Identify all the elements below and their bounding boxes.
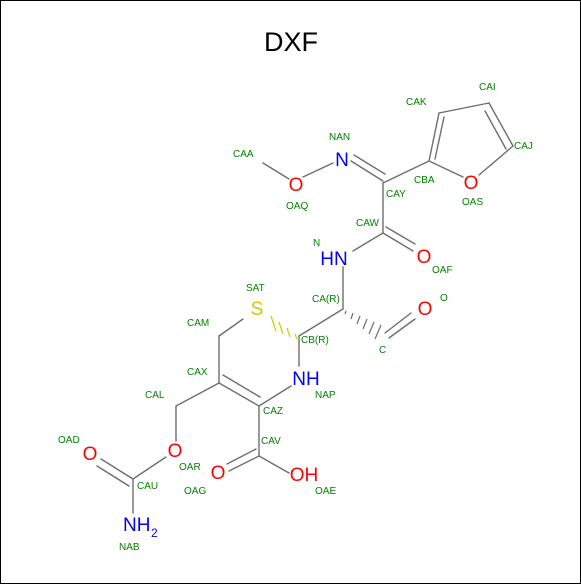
symbol-o-aldehyde: O	[418, 299, 433, 320]
label-oad: OAD	[58, 435, 80, 446]
hashed-bond-sulfur	[270, 315, 298, 340]
hash-cb-s-1	[294, 333, 298, 340]
symbol-nh-ring: NH	[292, 369, 319, 390]
symbol-o-methoxy: O	[289, 175, 304, 196]
hash-ca-c-1	[344, 310, 347, 315]
label-cba: CBA	[414, 175, 435, 186]
label-caj: CAJ	[514, 141, 533, 152]
symbol-nh2: NH	[123, 515, 150, 536]
label-n: N	[313, 238, 320, 249]
bond-cay-cba	[382, 160, 430, 184]
symbol-nh-amide: HN	[320, 249, 347, 270]
label-cay: CAY	[386, 189, 406, 200]
label-oar: OAR	[179, 462, 201, 473]
hash-ca-c-5	[368, 321, 375, 335]
bond-nan-cay-2	[353, 154, 386, 175]
hash-ca-c-3	[356, 315, 361, 325]
bond-oaq-nan	[302, 162, 334, 178]
hashed-bonds	[344, 310, 382, 340]
bond-cav-oae	[258, 455, 290, 474]
symbol-o-acid: O	[211, 463, 226, 484]
label-ca: CA(R)	[312, 294, 340, 305]
bond-caj-oas	[478, 145, 514, 176]
bond-caa-oaq	[262, 162, 290, 180]
symbol-o-furan: O	[464, 173, 479, 194]
label-cb: CB(R)	[301, 335, 329, 346]
bond-cau-oad-2	[96, 465, 130, 487]
bond-cax-cal	[175, 382, 220, 407]
bonds	[96, 102, 514, 514]
label-cav: CAV	[261, 436, 281, 447]
hash-ca-c-2	[350, 312, 354, 320]
bond-caw-oaf-2	[385, 226, 416, 245]
label-nab: NAB	[119, 542, 140, 553]
label-caw: CAW	[356, 218, 380, 229]
bond-cak-cai	[438, 102, 490, 114]
label-oaq: OAQ	[286, 201, 308, 212]
bond-nan-cay	[350, 160, 384, 182]
label-oas: OAS	[462, 197, 483, 208]
bond-cax-caz	[218, 382, 260, 407]
symbol-o-amide: O	[417, 247, 432, 268]
hash-cb-s-2	[286, 327, 291, 338]
bond-cai-caj	[488, 102, 514, 147]
atom-labels: CAA NAN OAQ CAK CAI CAJ CBA CAY OAS CAW …	[58, 82, 533, 553]
label-o: O	[440, 293, 448, 304]
bond-cax-caz-2	[222, 374, 261, 398]
bond-cam-s	[218, 318, 244, 337]
label-cak: CAK	[406, 97, 427, 108]
bond-ca-cb	[298, 308, 344, 337]
label-nap: NAP	[315, 390, 336, 401]
bond-caw-oaf	[382, 232, 414, 252]
label-caz: CAZ	[263, 406, 283, 417]
bond-cai-caj-2	[484, 110, 507, 150]
label-cal: CAL	[145, 390, 165, 401]
bond-cav-oag-2	[226, 448, 257, 465]
label-nan: NAN	[329, 132, 350, 143]
label-cax: CAX	[187, 367, 208, 378]
symbol-n-oxime: N	[335, 150, 349, 171]
bond-cav-oag	[228, 455, 260, 472]
hash-cb-s-3	[278, 321, 284, 335]
bond-c-o	[384, 312, 412, 334]
label-oaf: OAF	[432, 265, 453, 276]
bond-caw-n	[352, 232, 384, 252]
diagram-title: DXF	[264, 27, 318, 57]
bond-cau-oad	[100, 458, 134, 480]
label-oag: OAG	[184, 486, 206, 497]
hash-ca-c-6	[374, 324, 382, 340]
bond-caz-nap	[258, 385, 292, 407]
bond-cba-cak	[428, 112, 440, 162]
symbol-oh-acid: OH	[290, 465, 319, 486]
symbol-o-carbamate-ester: O	[168, 441, 183, 462]
symbol-nh2-subscript: 2	[151, 526, 158, 540]
label-c: C	[379, 345, 386, 356]
bond-c-o-2	[388, 318, 416, 339]
element-symbols: O N O O HN O S NH O O O OH NH 2	[83, 150, 479, 540]
label-cam: CAM	[187, 318, 209, 329]
label-sat: SAT	[246, 283, 265, 294]
bond-oar-cau	[132, 456, 167, 480]
bond-oas-cba	[428, 160, 464, 178]
symbol-s-ring: S	[251, 299, 264, 320]
label-oae: OAE	[315, 486, 336, 497]
label-caa: CAA	[233, 149, 254, 160]
hash-ca-c-4	[362, 318, 368, 330]
hash-cb-s-4	[270, 315, 277, 332]
label-cau: CAU	[137, 481, 158, 492]
label-cai: CAI	[479, 82, 496, 93]
symbol-o-carbamate: O	[83, 444, 98, 465]
bond-cba-cak-2	[434, 116, 445, 160]
